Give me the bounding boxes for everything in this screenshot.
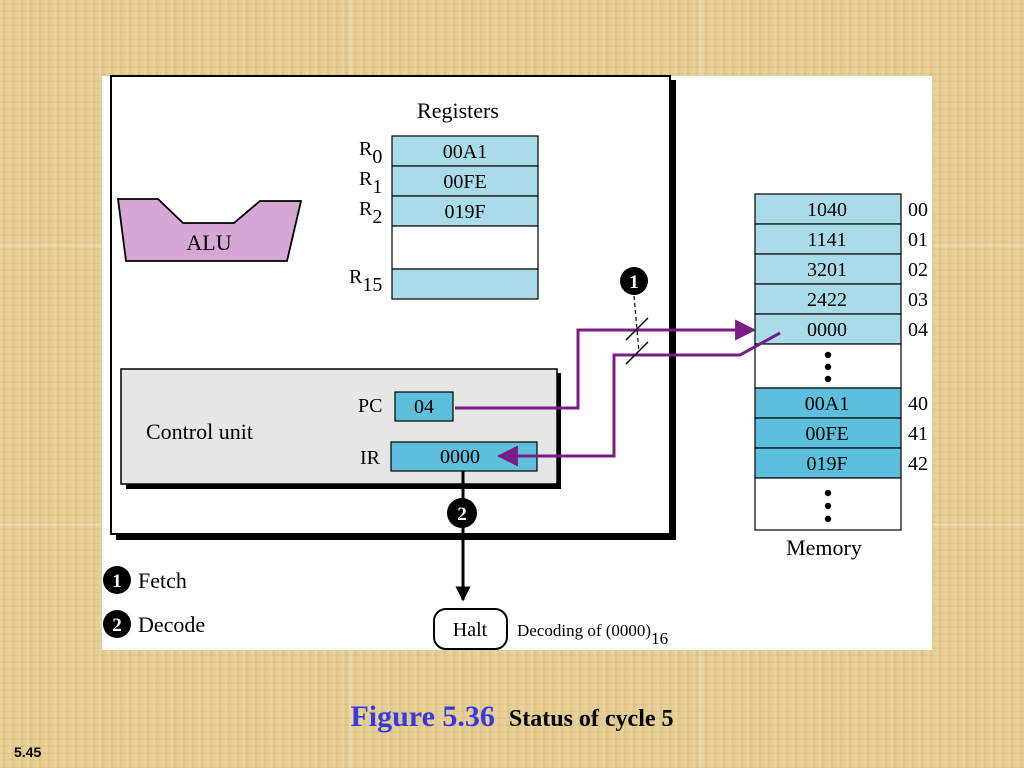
memory-value-04: 0000 [807,319,847,341]
data-bus-arrow [496,331,781,467]
memory-address-00: 00 [908,199,928,221]
memory-value-03: 2422 [807,289,847,311]
figure-caption: Figure 5.36 Status of cycle 5 [0,700,1024,734]
pc-value: 04 [414,396,434,418]
step-2-marker [447,498,477,528]
memory-value-01: 1141 [807,229,846,251]
registers-title: Registers [417,98,499,123]
bus-dashed-connector [633,295,640,353]
pc-register [394,391,454,422]
memory-cell-00 [754,193,902,225]
register-cell-r0 [391,135,539,167]
memory-cell-03 [754,283,902,315]
legend-decode-label: Decode [138,612,205,637]
memory-ellipsis-upper [824,351,832,383]
legend-fetch-number: 1 [112,571,122,592]
memory-address-40: 40 [908,393,928,415]
memory-value-00: 1040 [807,199,847,221]
register-value-r2: 019F [444,201,485,223]
register-label-r1: R1 [359,168,382,198]
halt-note: Decoding of (0000)16 [517,621,668,648]
legend: 1 Fetch 2 Decode [103,566,205,638]
memory-title: Memory [786,535,862,560]
memory-cell-42 [754,447,902,479]
figure-title: Status of cycle 5 [508,706,674,732]
bus-slash-upper [625,317,649,341]
ir-value: 0000 [440,446,480,468]
legend-fetch-marker [103,566,131,594]
memory-value-40: 00A1 [805,393,849,415]
step-1-marker [620,267,648,295]
slide-number: 5.45 [14,744,42,760]
register-cell-r1 [391,165,539,197]
memory-cell-41 [754,417,902,449]
memory-ellipsis-lower [824,489,832,523]
register-file: 00A1 00FE 019F R0 R1 R2 R15 [349,135,539,300]
register-label-r15: R15 [349,266,382,296]
memory-cell-04 [754,313,902,345]
register-value-r1: 00FE [443,171,486,193]
memory-address-42: 42 [908,453,928,475]
legend-decode-marker [103,610,131,638]
halt-box [433,608,508,650]
address-bus-arrow [455,319,757,410]
alu-label: ALU [186,230,231,255]
memory-address-01: 01 [908,229,928,251]
register-label-r2: R2 [359,198,382,228]
step-2-marker-number: 2 [457,504,467,525]
memory-address-41: 41 [908,423,928,445]
memory-value-02: 3201 [807,259,847,281]
ir-label: IR [360,447,381,469]
memory-cell-40 [754,387,902,419]
memory-value-41: 00FE [805,423,848,445]
control-unit-label: Control unit [146,419,253,444]
register-gap [391,225,539,270]
memory-address-03: 03 [908,289,928,311]
bus-slash-lower [625,341,649,365]
pc-label: PC [358,395,382,417]
alu-shape [116,198,303,262]
legend-fetch-label: Fetch [138,568,187,593]
halt-label: Halt [453,619,488,641]
register-cell-r15 [391,268,539,300]
memory-value-42: 019F [806,453,847,475]
legend-decode-number: 2 [112,615,122,636]
memory-block: 1040 1141 3201 2422 0000 00A1 00FE 019F … [754,193,928,531]
step-1-marker-number: 1 [629,272,639,293]
figure-number: Figure 5.36 [350,700,495,733]
memory-address-04: 04 [908,319,928,341]
memory-address-02: 02 [908,259,928,281]
register-value-r0: 00A1 [443,141,487,163]
register-label-r0: R0 [359,138,382,168]
